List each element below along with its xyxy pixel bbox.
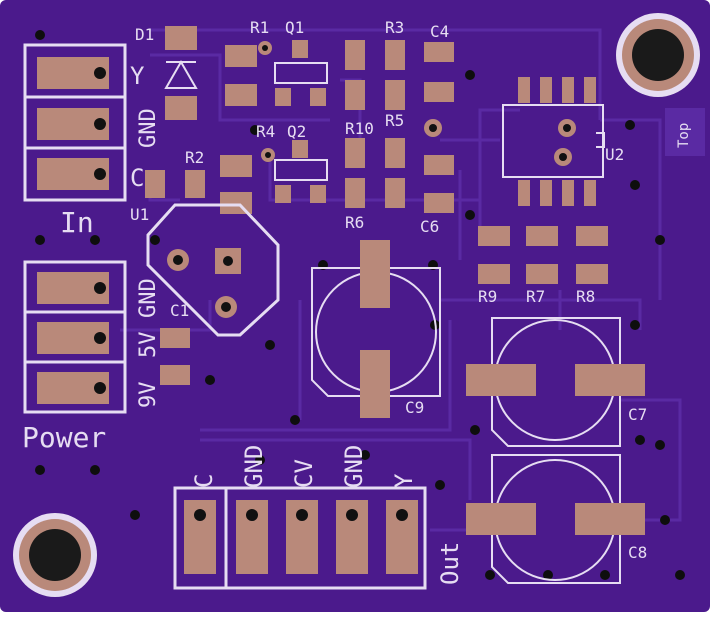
label-in-y: Y <box>130 62 145 90</box>
regulator-u1 <box>146 203 280 337</box>
label-in: In <box>60 206 94 239</box>
label-power-9v: 9V <box>136 382 161 409</box>
pad-r3-c <box>385 40 405 70</box>
top-marker-bg <box>665 108 705 156</box>
label-q1: Q1 <box>285 18 304 37</box>
label-r4: R4 <box>256 122 275 141</box>
pad-r9-a <box>478 226 510 246</box>
pad-r7-b <box>526 264 558 284</box>
label-c8: C8 <box>628 543 647 562</box>
label-u2: U2 <box>605 145 624 164</box>
transistor-q2 <box>274 140 328 203</box>
pad-r8-a <box>576 226 608 246</box>
label-r8: R8 <box>576 287 595 306</box>
label-out-c: C <box>190 474 218 488</box>
pad-r3-b <box>345 80 365 110</box>
label-r3: R3 <box>385 18 404 37</box>
pad-r8-b <box>576 264 608 284</box>
label-c1: C1 <box>170 301 189 320</box>
label-out-gnd2: GND <box>340 445 368 488</box>
label-power-gnd: GND <box>136 278 161 318</box>
pad-r10-a <box>345 138 365 168</box>
label-r6: R6 <box>345 213 364 232</box>
copper-traces <box>120 28 682 532</box>
pad-c1-b <box>160 365 190 385</box>
label-r1: R1 <box>250 18 269 37</box>
label-out-gnd1: GND <box>240 445 268 488</box>
pad-c6-b <box>424 193 454 213</box>
label-q2: Q2 <box>287 122 306 141</box>
label-d1: D1 <box>135 25 154 44</box>
label-r9: R9 <box>478 287 497 306</box>
capacitor-c7 <box>466 317 645 447</box>
pad-c6-a <box>424 155 454 175</box>
vias <box>35 30 685 580</box>
label-r7: R7 <box>526 287 545 306</box>
label-r10: R10 <box>345 119 374 138</box>
pad-r10-b <box>345 178 365 208</box>
pad-r9-b <box>478 264 510 284</box>
label-r5: R5 <box>385 111 404 130</box>
pad-r7-a <box>526 226 558 246</box>
label-top: Top <box>676 123 692 148</box>
connector-out <box>173 486 427 590</box>
transistor-q1 <box>274 40 328 106</box>
label-r2: R2 <box>185 148 204 167</box>
label-c4: C4 <box>430 22 449 41</box>
pad-r5-a <box>385 138 405 168</box>
label-c7: C7 <box>628 405 647 424</box>
label-out-y: Y <box>390 473 418 488</box>
label-u1: U1 <box>130 205 149 224</box>
capacitor-c9 <box>311 240 441 418</box>
pad-r4-a <box>220 155 252 177</box>
pad-c4-b <box>424 82 454 102</box>
connector-power <box>23 260 127 414</box>
label-out: Out <box>436 542 464 585</box>
label-in-gnd: GND <box>136 108 161 148</box>
capacitor-c8 <box>466 454 645 584</box>
pad-r3-d <box>385 80 405 110</box>
pad-c4-a <box>424 42 454 62</box>
diode-d1 <box>164 26 198 120</box>
connector-in <box>23 43 127 202</box>
mounting-hole-top-right <box>616 13 700 97</box>
label-c9: C9 <box>405 398 424 417</box>
label-out-cv: CV <box>290 459 318 488</box>
pad-r2-b <box>185 170 205 198</box>
pad-c1-a <box>160 328 190 348</box>
pad-r3-a <box>345 40 365 70</box>
pad-r1-b <box>225 84 257 106</box>
pad-r2-a <box>145 170 165 198</box>
ic-u2 <box>502 77 605 206</box>
pad-r5-b <box>385 178 405 208</box>
label-in-c: C <box>130 164 144 192</box>
label-power: Power <box>22 421 106 454</box>
mounting-hole-bottom-left <box>13 513 97 597</box>
pad-r1-a <box>225 45 257 67</box>
label-c6: C6 <box>420 217 439 236</box>
label-power-5v: 5V <box>136 332 161 359</box>
